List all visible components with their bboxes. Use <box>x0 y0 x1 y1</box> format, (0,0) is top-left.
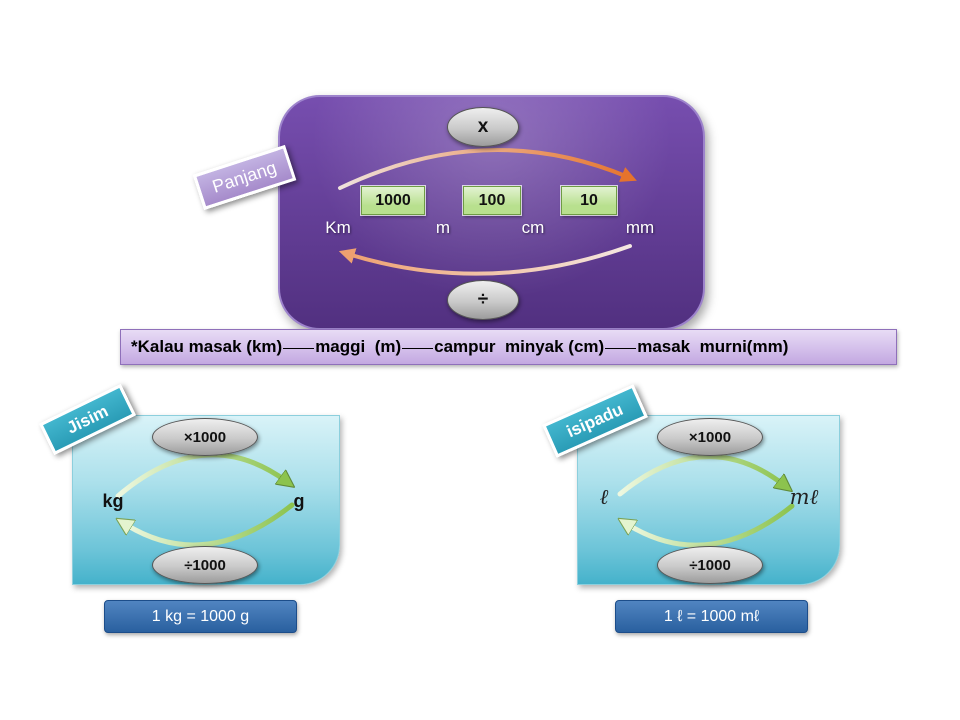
mnemonic-segment-km: *Kalau masak (km) <box>131 337 283 356</box>
unit-kg: kg <box>102 491 124 511</box>
mnemonic-segment-mm: masak murni(mm) <box>637 337 789 356</box>
jisim-divide-oval: ÷1000 <box>152 546 258 584</box>
isipadu-equation-box: 1 ℓ = 1000 mℓ <box>615 600 808 633</box>
factor-cm-mm: 10 <box>560 185 618 216</box>
unit-cm: cm <box>521 218 545 237</box>
unit-mm: mm <box>625 218 655 237</box>
jisim-multiply-oval: ×1000 <box>152 418 258 456</box>
factor-m-cm: 100 <box>462 185 522 216</box>
panjang-divide-oval: ÷ <box>447 280 519 320</box>
mnemonic-segment-m: maggi (m) <box>315 337 402 356</box>
isipadu-multiply-oval: ×1000 <box>657 418 763 456</box>
mnemonic-banner: *Kalau masak (km) maggi (m) campur minya… <box>120 329 897 365</box>
connector-line <box>402 347 434 349</box>
unit-m: m <box>435 218 451 237</box>
panjang-multiply-oval: x <box>447 107 519 147</box>
connector-line <box>605 347 637 349</box>
jisim-equation-box: 1 kg = 1000 g <box>104 600 297 633</box>
factor-km-m: 1000 <box>360 185 426 216</box>
connector-line <box>283 347 315 349</box>
unit-millilitre: mℓ <box>789 485 819 509</box>
mnemonic-segment-cm: campur minyak (cm) <box>434 337 605 356</box>
unit-litre: ℓ <box>599 485 609 509</box>
unit-g: g <box>293 491 305 511</box>
isipadu-divide-oval: ÷1000 <box>657 546 763 584</box>
unit-km: Km <box>325 218 351 237</box>
